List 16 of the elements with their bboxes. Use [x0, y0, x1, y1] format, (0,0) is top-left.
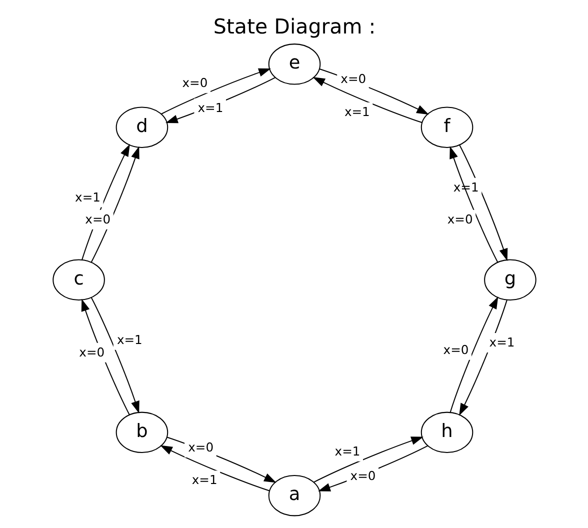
edge-label: x=0	[78, 344, 104, 359]
edge-label: x=0	[350, 468, 376, 483]
edge-label: x=0	[188, 440, 214, 454]
edge-label: x=1	[191, 472, 217, 487]
edge-label: x=1	[116, 332, 142, 346]
edge-label: x=1	[344, 104, 370, 118]
edge-label: x=0	[182, 76, 208, 90]
edge-label: x=1	[334, 444, 360, 458]
edge-label: x=0	[84, 212, 110, 226]
diagram-title: State Diagram :	[212, 14, 376, 38]
edge-label: x=1	[488, 334, 514, 349]
edge-label: x=0	[340, 72, 366, 86]
edge-label: x=0	[442, 342, 468, 356]
edge-label: x=1	[197, 100, 223, 114]
edge-label: x=1	[74, 190, 100, 204]
edge-label: x=0	[446, 212, 472, 226]
